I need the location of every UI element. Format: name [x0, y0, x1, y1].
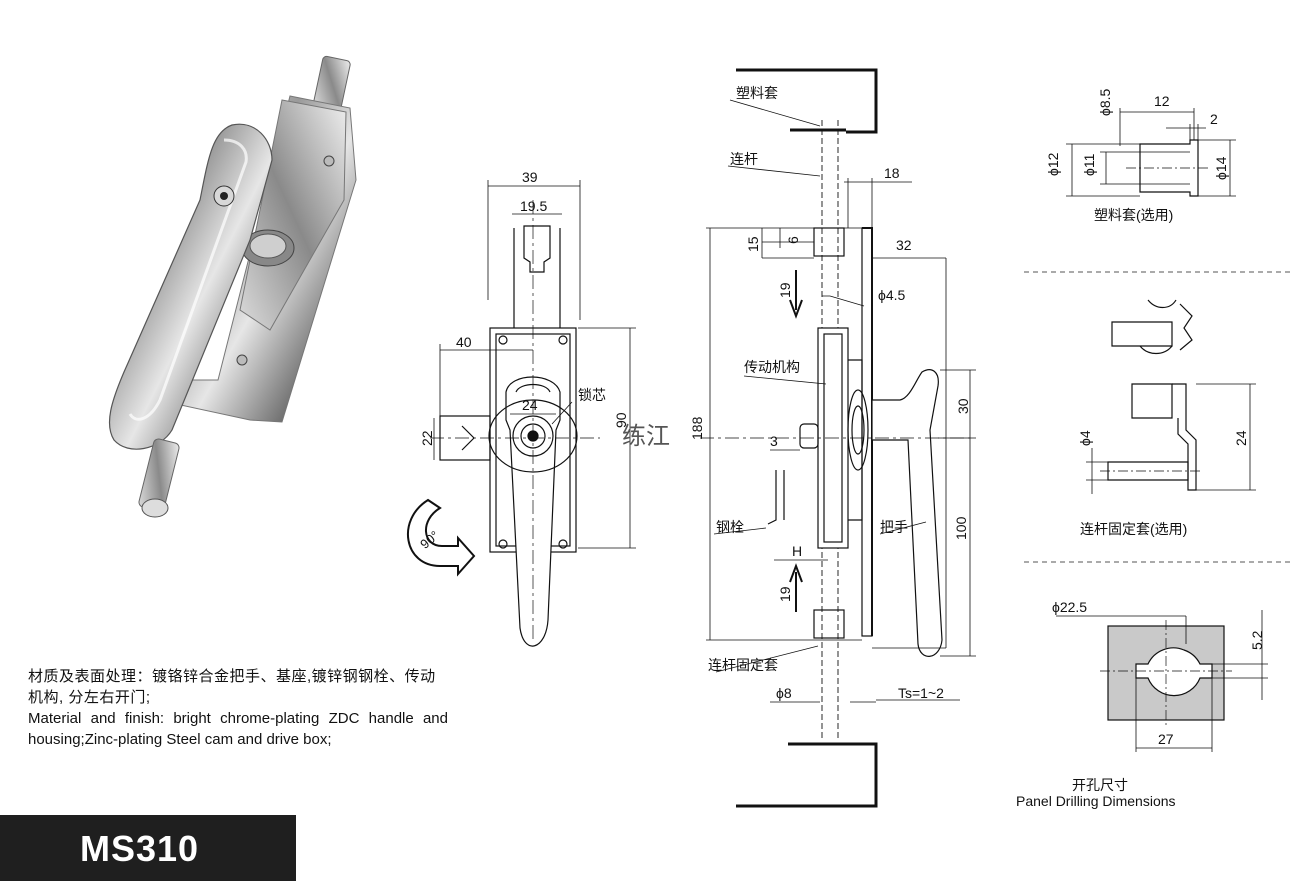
material-text-cn: 材质及表面处理：镀铬锌合金把手、基座,镀锌钢钢栓、传动机构, 分左右开门; — [28, 668, 436, 706]
model-label-box — [0, 815, 296, 881]
dim-d100: 100 — [953, 516, 969, 540]
dim-total: 188 — [689, 416, 705, 440]
material-text-en: Material and finish: bright chrome-plati… — [28, 710, 448, 748]
panel-caption-cn: 开孔尺寸 — [1072, 777, 1128, 793]
model-number: MS310 — [80, 828, 200, 869]
sleeve-detail — [1066, 108, 1236, 197]
dim-d30: 30 — [955, 398, 971, 414]
dim-sleeve-d85: ϕ8.5 — [1097, 88, 1113, 116]
dim-sleeve-d11: ϕ11 — [1081, 153, 1097, 176]
label-drive-mechanism: 传动机构 — [744, 359, 800, 375]
watermark: 练江 — [622, 423, 670, 450]
dim-dia-45: ϕ4.5 — [878, 287, 906, 303]
dim-width-top: 39 — [522, 169, 538, 185]
label-plastic-sleeve: 塑料套 — [736, 85, 778, 101]
panel-detail-labels: ϕ22.5 5.2 27 开孔尺寸 Panel Drilling Dimensi… — [1016, 599, 1265, 809]
product-photo — [108, 55, 357, 518]
panel-caption-en: Panel Drilling Dimensions — [1016, 793, 1176, 809]
panel-detail — [1056, 610, 1268, 752]
guide-detail — [1086, 299, 1256, 494]
label-handle: 把手 — [880, 519, 908, 535]
dim-upper-19: 19 — [777, 282, 793, 298]
dim-sleeve-d14: ϕ14 — [1213, 156, 1229, 180]
sleeve-caption: 塑料套(选用) — [1094, 207, 1173, 223]
material-description: 材质及表面处理：镀铬锌合金把手、基座,镀锌钢钢栓、传动机构, 分左右开门; Ma… — [28, 666, 448, 750]
dim-d32: 32 — [896, 237, 912, 253]
dim-dia-8: ϕ8 — [776, 685, 792, 701]
dim-d3: 3 — [770, 433, 778, 449]
front-view-labels: 39 19.5 40 22 24 锁芯 90 90° 练江 — [417, 169, 670, 552]
dim-ts: Ts=1~2 — [898, 685, 944, 701]
guide-detail-labels: ϕ4 24 连杆固定套(选用) — [1077, 430, 1249, 537]
dim-inner-width: 19.5 — [520, 198, 547, 214]
dim-sleeve-12: 12 — [1154, 93, 1170, 109]
dim-height: 90 — [613, 412, 629, 428]
side-view-labels: 塑料套 连杆 18 188 15 6 32 ϕ4.5 19 传动机构 30 3 … — [689, 85, 971, 701]
label-steel-bolt: 钢栓 — [716, 519, 744, 535]
sleeve-detail-labels: ϕ8.5 12 2 ϕ12 ϕ11 ϕ14 塑料套(选用) — [1045, 88, 1229, 223]
label-rod: 连杆 — [730, 151, 758, 167]
label-rod-guide: 连杆固定套 — [708, 657, 778, 673]
dim-thickness: 18 — [884, 165, 900, 181]
dim-panel-52: 5.2 — [1249, 630, 1265, 650]
front-view — [407, 180, 636, 647]
dim-cam-height: 22 — [419, 430, 435, 446]
dim-panel-27: 27 — [1158, 731, 1174, 747]
dim-guide-24: 24 — [1233, 430, 1249, 446]
dim-sleeve-2: 2 — [1210, 111, 1218, 127]
dim-hole-dia: 24 — [522, 397, 538, 413]
dim-left-offset: 40 — [456, 334, 472, 350]
label-lock-core: 锁芯 — [578, 387, 606, 403]
side-view — [700, 68, 976, 808]
dim-lower-19: 19 — [777, 586, 793, 602]
dim-guide-d4: ϕ4 — [1077, 430, 1093, 446]
dim-panel-d225: ϕ22.5 — [1052, 599, 1087, 615]
dim-top-15: 15 — [745, 236, 761, 252]
guide-caption: 连杆固定套(选用) — [1080, 521, 1187, 537]
dim-top-6: 6 — [785, 236, 801, 244]
dim-H: H — [792, 543, 802, 559]
dim-sleeve-d12: ϕ12 — [1045, 152, 1061, 176]
